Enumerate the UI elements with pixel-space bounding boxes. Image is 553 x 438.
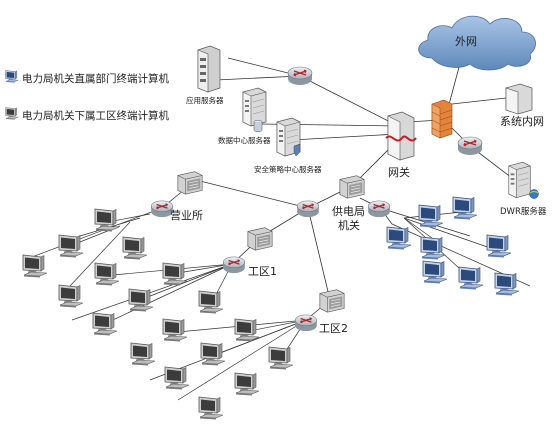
zone2-label: 工区2: [319, 322, 348, 335]
distribution-router-icon: [296, 200, 320, 218]
computer-icon: [22, 254, 48, 278]
supply-bureau-label: 供电局: [332, 204, 365, 218]
computer-icon: [200, 342, 226, 366]
computer-icon: [58, 284, 84, 308]
app-server-icon: [197, 45, 221, 93]
cloud-icon: [418, 15, 536, 71]
computer-icon: [494, 272, 520, 296]
zone1-switch-icon: [247, 227, 273, 251]
bureau-label: 机关: [338, 218, 360, 232]
intranet-router-icon: [457, 136, 483, 156]
app-server-label: 应用服务器: [186, 95, 224, 105]
firewall-icon: [431, 99, 453, 139]
gateway-label: 网关: [388, 165, 410, 179]
legend-label-2: 电力局机关下属工区终端计算机: [22, 109, 169, 122]
supply-bureau-switch-icon: [339, 175, 365, 199]
computer-icon: [198, 290, 224, 314]
zone1-computers: [92, 288, 260, 366]
computer-icon: [198, 396, 224, 420]
legend-gray-computer-icon: [5, 107, 19, 120]
data-center-server-icon: [242, 87, 267, 127]
legend-label-1: 电力局机关直属部门终端计算机: [22, 72, 169, 85]
computer-icon: [418, 204, 444, 228]
computer-icon: [234, 318, 260, 342]
computer-icon: [122, 236, 148, 260]
computer-icon: [164, 366, 190, 390]
shield-icon: [293, 143, 301, 157]
database-icon: [253, 119, 263, 133]
zone1-label: 工区1: [248, 265, 277, 278]
computer-icon: [94, 262, 120, 286]
data-center-label: 数据中心服务器: [218, 135, 271, 145]
business-office-label: 营业所: [170, 208, 203, 222]
computer-icon: [420, 236, 446, 260]
zone2-switch-icon: [319, 289, 345, 313]
core-router-icon: [287, 66, 313, 86]
computer-icon: [268, 346, 294, 370]
computer-icon: [92, 312, 118, 336]
legend-blue-computer-icon: [5, 70, 19, 83]
computer-icon: [94, 208, 120, 232]
business-office-switch-icon: [177, 171, 203, 195]
supply-bureau-router-icon: [367, 200, 391, 218]
computer-icon: [458, 266, 484, 290]
computer-icon: [486, 234, 512, 258]
computer-icon: [162, 318, 188, 342]
computer-icon: [128, 288, 154, 312]
security-server-label: 安全策略中心服务器: [254, 164, 322, 174]
zone2-computers: [164, 342, 294, 420]
computer-icon: [386, 226, 412, 250]
zone2-router-icon: [294, 314, 318, 332]
dwr-server-icon: [508, 161, 531, 199]
legend: 电力局机关直属部门终端计算机 电力局机关下属工区终端计算机: [5, 70, 169, 122]
lan-bus-lines: [23, 207, 531, 401]
dwr-label: DWR服务器: [500, 206, 547, 217]
business-office-computers: [22, 208, 188, 308]
intranet-label: 系统内网: [500, 114, 544, 128]
computer-icon: [162, 262, 188, 286]
zone1-router-icon: [222, 256, 246, 274]
computer-icon: [58, 234, 84, 258]
gateway-server-icon: [385, 111, 417, 161]
computer-icon: [452, 196, 478, 220]
computer-icon: [130, 342, 156, 366]
globe-icon: [529, 189, 539, 199]
intranet-server-icon: [505, 83, 533, 115]
cloud-label: 外网: [455, 35, 477, 48]
computer-icon: [422, 260, 448, 284]
computer-icon: [234, 372, 260, 396]
